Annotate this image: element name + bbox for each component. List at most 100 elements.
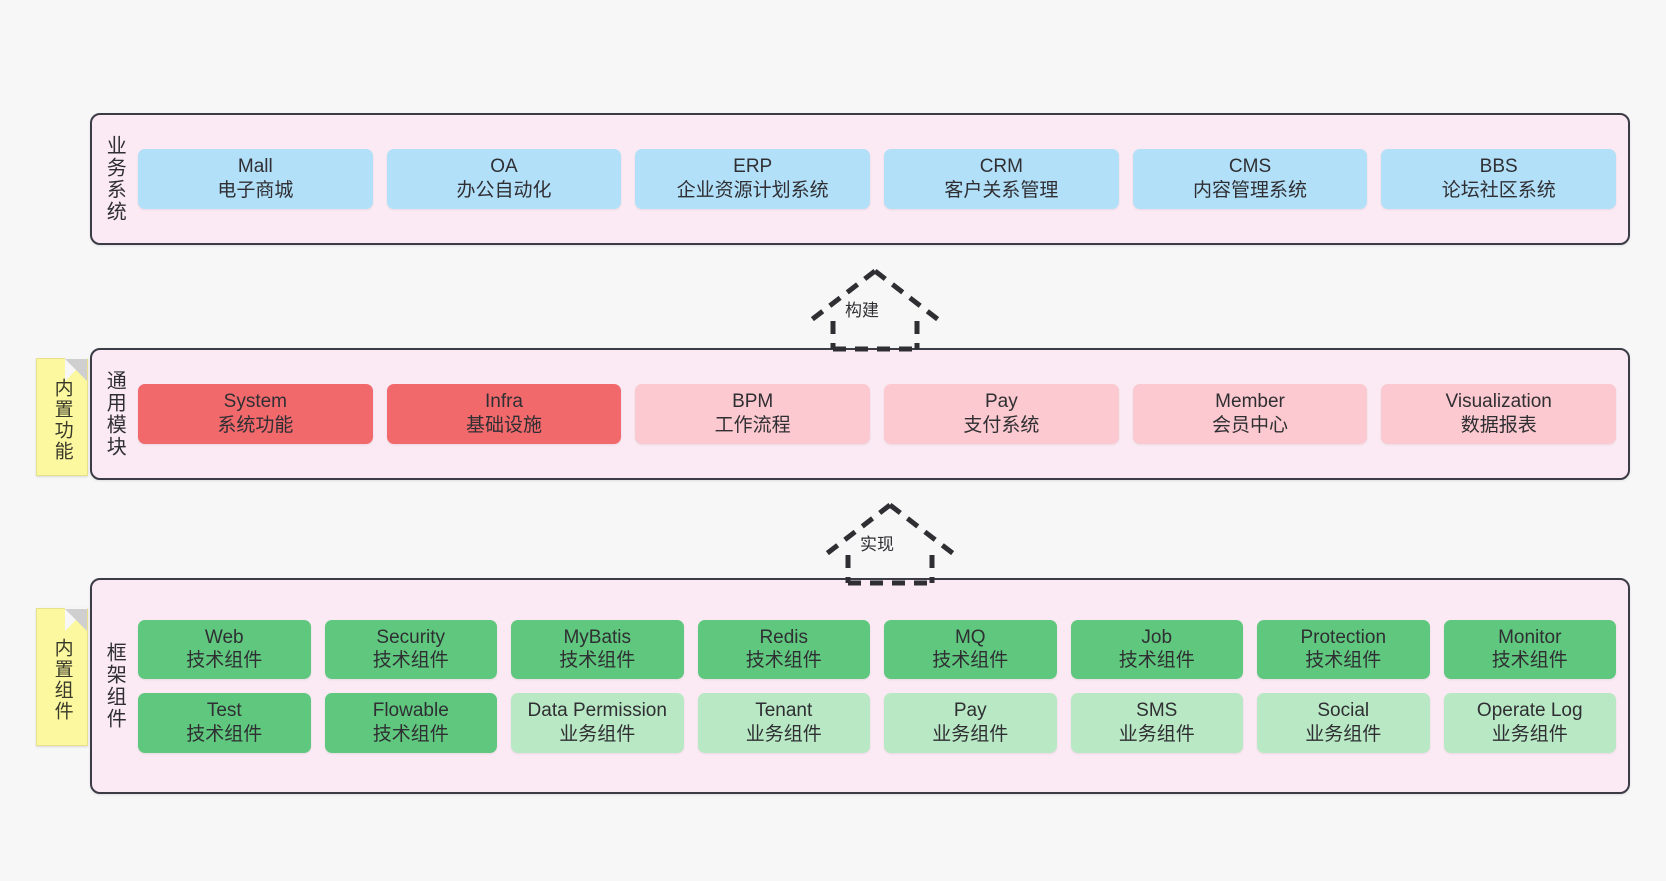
- node-data-permission[interactable]: Data Permission 业务组件: [511, 693, 684, 753]
- node-title: Pay: [984, 391, 1018, 413]
- node-title: Tenant: [755, 700, 813, 721]
- layer-body-common-modules: System 系统功能 Infra 基础设施 BPM 工作流程 Pay 支付系统: [136, 350, 1628, 478]
- node-title: Social: [1317, 700, 1370, 721]
- node-sms[interactable]: SMS 业务组件: [1070, 693, 1243, 753]
- node-title: Member: [1215, 391, 1285, 413]
- node-subtitle: 业务组件: [559, 723, 636, 745]
- node-row: Web 技术组件 Security 技术组件 MyBatis 技术组件 Redi…: [138, 619, 1616, 679]
- node-subtitle: 业务组件: [1118, 723, 1195, 745]
- node-test[interactable]: Test 技术组件: [138, 693, 311, 753]
- node-title: Data Permission: [527, 700, 667, 721]
- node-title: OA: [490, 156, 518, 178]
- node-subtitle: 企业资源计划系统: [676, 180, 829, 201]
- node-bpm[interactable]: BPM 工作流程: [635, 384, 871, 444]
- connector-implement-label: 实现: [860, 535, 894, 554]
- node-subtitle: 数据报表: [1460, 415, 1537, 436]
- node-title: System: [223, 391, 288, 413]
- node-title: CMS: [1228, 156, 1272, 178]
- layer-title-business-systems: 业务系统: [103, 135, 126, 223]
- layer-body-framework-components: Web 技术组件 Security 技术组件 MyBatis 技术组件 Redi…: [136, 580, 1628, 792]
- node-subtitle: 技术组件: [1491, 650, 1568, 672]
- node-subtitle: 业务组件: [745, 723, 822, 745]
- node-member[interactable]: Member 会员中心: [1132, 384, 1368, 444]
- node-security[interactable]: Security 技术组件: [324, 619, 497, 679]
- node-title: Test: [206, 700, 242, 721]
- node-tenant[interactable]: Tenant 业务组件: [697, 693, 870, 753]
- node-subtitle: 工作流程: [714, 415, 791, 436]
- node-subtitle: 业务组件: [932, 723, 1009, 745]
- node-subtitle: 技术组件: [1118, 650, 1195, 672]
- node-title: Operate Log: [1476, 700, 1583, 721]
- node-subtitle: 技术组件: [559, 650, 636, 672]
- node-subtitle: 办公自动化: [456, 180, 552, 201]
- node-title: Pay: [953, 700, 987, 721]
- sticky-note-label: 内置功能: [51, 378, 73, 462]
- node-subtitle: 客户关系管理: [944, 180, 1059, 201]
- node-erp[interactable]: ERP 企业资源计划系统: [635, 149, 871, 209]
- layer-title-common-modules: 通用模块: [103, 370, 126, 458]
- sticky-note-label: 内置组件: [51, 638, 73, 722]
- node-subtitle: 业务组件: [1305, 723, 1382, 745]
- node-title: Flowable: [372, 700, 449, 721]
- node-visualization[interactable]: Visualization 数据报表: [1381, 384, 1617, 444]
- node-row: Test 技术组件 Flowable 技术组件 Data Permission …: [138, 693, 1616, 753]
- node-operate-log[interactable]: Operate Log 业务组件: [1443, 693, 1616, 753]
- node-row: Mall 电子商城 OA 办公自动化 ERP 企业资源计划系统 CRM 客户关系…: [138, 149, 1617, 209]
- node-social[interactable]: Social 业务组件: [1257, 693, 1430, 753]
- layer-common-modules[interactable]: 通用模块 System 系统功能 Infra 基础设施 BPM 工作流程: [90, 348, 1630, 480]
- row-wrap-common-modules: System 系统功能 Infra 基础设施 BPM 工作流程 Pay 支付系统: [138, 350, 1617, 478]
- node-subtitle: 论坛社区系统: [1441, 180, 1556, 201]
- node-title: Infra: [484, 391, 524, 413]
- layer-title-framework-components: 框架组件: [103, 642, 126, 730]
- node-title: ERP: [733, 156, 773, 178]
- node-title: Visualization: [1445, 391, 1552, 413]
- node-web[interactable]: Web 技术组件: [138, 619, 311, 679]
- node-monitor[interactable]: Monitor 技术组件: [1443, 619, 1616, 679]
- node-infra[interactable]: Infra 基础设施: [386, 384, 622, 444]
- node-subtitle: 支付系统: [963, 415, 1040, 436]
- node-subtitle: 系统功能: [217, 415, 294, 436]
- node-system[interactable]: System 系统功能: [138, 384, 373, 444]
- layer-business-systems[interactable]: 业务系统 Mall 电子商城 OA 办公自动化 ERP 企业资源计划系统: [90, 113, 1630, 245]
- node-title: SMS: [1136, 700, 1178, 721]
- node-title: Redis: [759, 626, 809, 648]
- node-mall[interactable]: Mall 电子商城: [138, 149, 373, 209]
- node-title: MyBatis: [563, 626, 632, 648]
- node-subtitle: 基础设施: [466, 415, 543, 436]
- layer-body-business-systems: Mall 电子商城 OA 办公自动化 ERP 企业资源计划系统 CRM 客户关系…: [136, 115, 1628, 243]
- node-mybatis[interactable]: MyBatis 技术组件: [511, 619, 684, 679]
- node-pay-module[interactable]: Pay 支付系统: [884, 384, 1119, 444]
- node-title: Security: [376, 626, 446, 648]
- node-title: Mall: [237, 156, 273, 178]
- node-title: CRM: [979, 156, 1023, 178]
- row-wrap-framework-components: Web 技术组件 Security 技术组件 MyBatis 技术组件 Redi…: [138, 580, 1616, 792]
- sticky-note-builtin-components[interactable]: 内置组件: [36, 608, 88, 746]
- node-redis[interactable]: Redis 技术组件: [697, 619, 870, 679]
- node-subtitle: 技术组件: [745, 650, 822, 672]
- connector-build-label: 构建: [845, 301, 879, 320]
- node-protection[interactable]: Protection 技术组件: [1257, 619, 1430, 679]
- node-job[interactable]: Job 技术组件: [1070, 619, 1243, 679]
- node-subtitle: 电子商城: [217, 180, 294, 201]
- node-subtitle: 业务组件: [1491, 723, 1568, 745]
- sticky-note-builtin-functions[interactable]: 内置功能: [36, 358, 88, 476]
- connector-implement: 实现: [815, 500, 965, 588]
- node-mq[interactable]: MQ 技术组件: [884, 619, 1057, 679]
- node-row: System 系统功能 Infra 基础设施 BPM 工作流程 Pay 支付系统: [138, 384, 1617, 444]
- node-oa[interactable]: OA 办公自动化: [386, 149, 622, 209]
- node-title: MQ: [954, 626, 986, 648]
- node-crm[interactable]: CRM 客户关系管理: [884, 149, 1119, 209]
- node-flowable[interactable]: Flowable 技术组件: [324, 693, 497, 753]
- node-subtitle: 技术组件: [372, 723, 449, 745]
- connector-build: 构建: [800, 266, 950, 354]
- node-subtitle: 技术组件: [1305, 650, 1382, 672]
- node-pay-component[interactable]: Pay 业务组件: [884, 693, 1057, 753]
- node-title: BPM: [732, 391, 774, 413]
- node-title: Monitor: [1498, 626, 1562, 648]
- node-cms[interactable]: CMS 内容管理系统: [1132, 149, 1368, 209]
- node-bbs[interactable]: BBS 论坛社区系统: [1381, 149, 1617, 209]
- node-title: BBS: [1479, 156, 1518, 178]
- node-subtitle: 技术组件: [932, 650, 1009, 672]
- layer-framework-components[interactable]: 框架组件 Web 技术组件 Security 技术组件 MyBatis 技术组件: [90, 578, 1630, 794]
